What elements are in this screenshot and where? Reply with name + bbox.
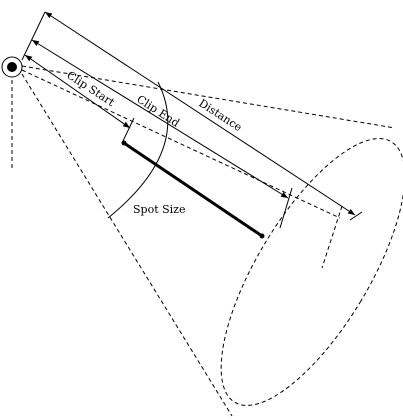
cone-base-ellipse	[220, 138, 403, 406]
clip-end-dot	[259, 233, 265, 239]
clip-start-extension	[121, 117, 135, 144]
clip-start-dot	[121, 140, 127, 146]
clip-start-dimension-line	[24, 54, 131, 129]
clip-end-plane	[321, 205, 343, 269]
distance-extension-top	[21, 11, 46, 61]
clip-end-label: Clip End	[134, 93, 181, 130]
distance-extension-end	[349, 211, 363, 221]
spot-size-label: Spot Size	[133, 203, 185, 216]
lamp-icon	[1, 56, 23, 78]
clip-range-segment	[123, 141, 263, 238]
cone-lower-edge	[21, 73, 233, 417]
clip-start-label: Clip Start	[64, 69, 117, 110]
